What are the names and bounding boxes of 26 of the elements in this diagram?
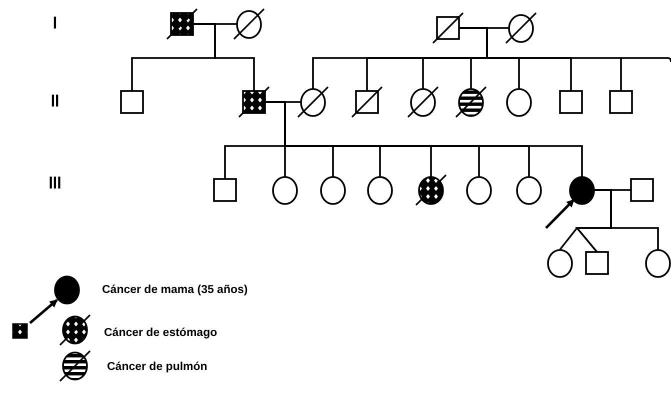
female-circle <box>645 248 671 278</box>
descent-line <box>265 101 583 176</box>
female-circle <box>547 248 573 278</box>
male-square <box>585 251 609 275</box>
male-square <box>120 90 144 114</box>
female-circle <box>506 88 532 116</box>
male-square <box>213 178 237 202</box>
male-square <box>559 90 583 114</box>
proband-arrow <box>545 198 575 229</box>
male-square <box>630 178 654 202</box>
generation-label: III <box>48 174 62 194</box>
female-circle <box>272 176 298 204</box>
descent-line <box>594 189 659 250</box>
generation-label: II <box>50 92 60 112</box>
legend-text: Cáncer de estómago <box>104 326 218 340</box>
generation-label: I <box>52 14 58 34</box>
female-circle <box>569 176 595 204</box>
descent-line <box>193 23 255 91</box>
female-circle <box>516 176 542 204</box>
male-square <box>609 90 633 114</box>
legend-text: Cáncer de pulmón <box>107 360 208 374</box>
female-circle <box>320 176 346 204</box>
female-circle <box>367 176 393 204</box>
legend-text: Cáncer de mama (35 años) <box>102 283 248 297</box>
descent-line <box>459 27 622 91</box>
female-circle <box>466 176 492 204</box>
